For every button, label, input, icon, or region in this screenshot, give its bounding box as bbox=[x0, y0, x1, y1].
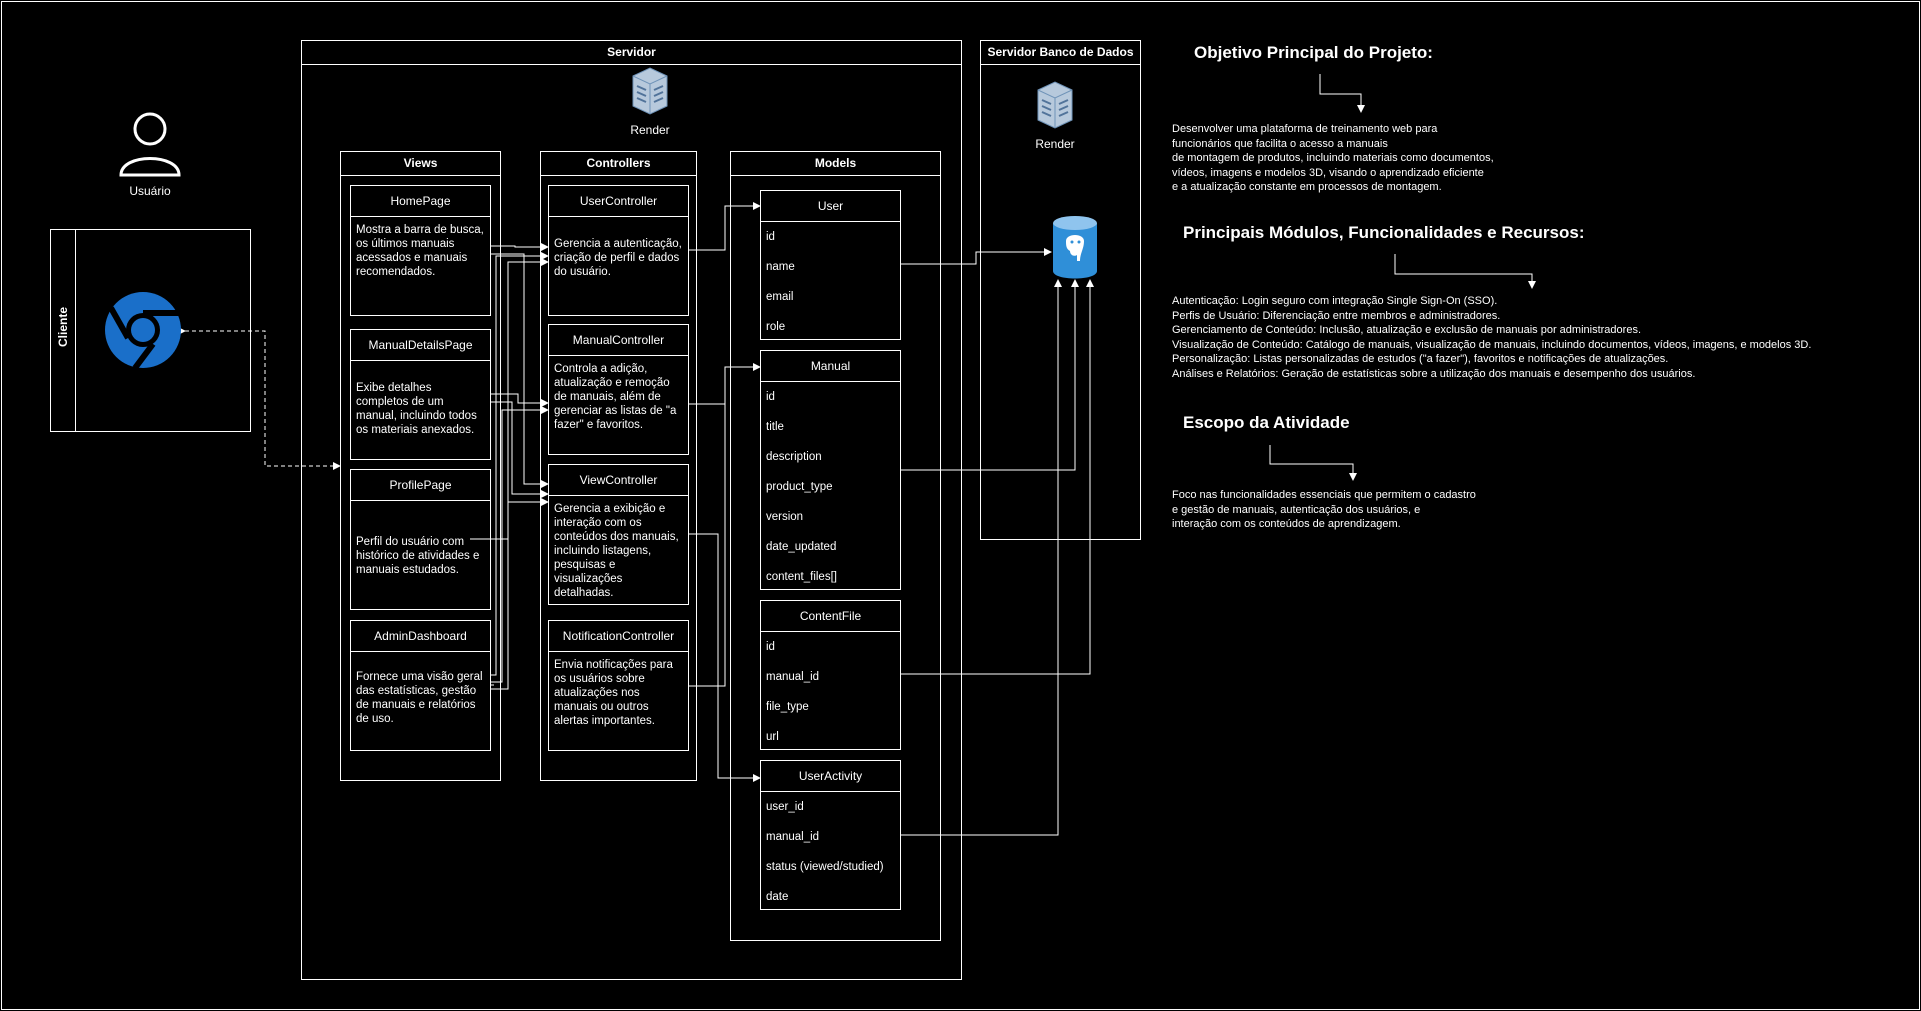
entity-field: status (viewed/studied) bbox=[766, 861, 884, 873]
view-card-desc: Exibe detalhes completos de um manual, i… bbox=[356, 382, 477, 436]
connector-details-viewcontroller bbox=[490, 401, 549, 498]
connector-profile-usercontroller bbox=[470, 258, 549, 540]
servidor-server-label: Render bbox=[630, 123, 670, 137]
modulos-heading: Principais Módulos, Funcionalidades e Re… bbox=[1183, 223, 1585, 242]
entity-field: name bbox=[766, 261, 795, 273]
chrome-icon[interactable] bbox=[103, 290, 183, 370]
entity-field: id bbox=[766, 231, 775, 243]
cliente-title: Cliente bbox=[56, 307, 70, 348]
entity-field: email bbox=[766, 291, 794, 303]
note-arrow-escopo bbox=[1269, 445, 1357, 481]
controllers-column: Controllers bbox=[540, 151, 697, 781]
entity-field: role bbox=[766, 321, 786, 333]
controller-card-title: UserController bbox=[549, 186, 688, 217]
models-title: Models bbox=[731, 152, 940, 176]
connector-details-manualcontroller bbox=[490, 393, 549, 407]
view-card-title: AdminDashboard bbox=[351, 621, 490, 652]
objetivo-heading: Objetivo Principal do Projeto: bbox=[1194, 43, 1433, 62]
controller-card-notification[interactable]: NotificationController Envia notificaçõe… bbox=[548, 620, 689, 751]
db-server-container: Servidor Banco de Dados bbox=[980, 40, 1141, 540]
entity-title: ContentFile bbox=[761, 601, 900, 632]
entity-field: id bbox=[766, 391, 775, 403]
entity-title: Manual bbox=[761, 351, 900, 382]
view-card-desc: Mostra a barra de busca, os últimos manu… bbox=[356, 224, 484, 278]
connector-client-views bbox=[178, 327, 341, 470]
entity-field: id bbox=[766, 641, 775, 653]
view-card-profilepage[interactable]: ProfilePage Perfil do usuário com histór… bbox=[350, 469, 491, 610]
controller-card-title: NotificationController bbox=[549, 621, 688, 652]
controller-card-manual[interactable]: ManualController Controla a adição, atua… bbox=[548, 324, 689, 455]
controller-card-title: ManualController bbox=[549, 325, 688, 356]
connector-useractivity-db bbox=[901, 279, 1062, 836]
postgres-database-icon bbox=[1050, 215, 1100, 279]
entity-field: file_type bbox=[766, 701, 809, 713]
controller-card-title: ViewController bbox=[549, 465, 688, 496]
view-card-desc: Perfil do usuário com histórico de ativi… bbox=[356, 536, 480, 576]
db-server-title: Servidor Banco de Dados bbox=[981, 41, 1140, 65]
user-label: Usuário bbox=[129, 184, 171, 198]
entity-field: content_files[] bbox=[766, 571, 837, 583]
view-card-admindashboard[interactable]: AdminDashboard Fornece uma visão geral d… bbox=[350, 620, 491, 751]
controller-card-desc: Envia notificações para os usuários sobr… bbox=[554, 659, 673, 727]
views-column: Views bbox=[340, 151, 501, 781]
connector-contentfile-db bbox=[901, 279, 1094, 675]
view-card-desc: Fornece uma visão geral das estatísticas… bbox=[356, 671, 483, 725]
user-icon bbox=[118, 109, 182, 177]
escopo-heading: Escopo da Atividade bbox=[1183, 413, 1350, 432]
entity-contentfile[interactable]: ContentFile id manual_id file_type url bbox=[760, 600, 901, 750]
db-server-label: Render bbox=[1035, 137, 1075, 151]
controller-card-view[interactable]: ViewController Gerencia a exibição e int… bbox=[548, 464, 689, 605]
controller-card-user[interactable]: UserController Gerencia a autenticação, … bbox=[548, 185, 689, 316]
entity-user[interactable]: User id name email role bbox=[760, 190, 901, 340]
connector-admin-viewcontroller bbox=[490, 498, 549, 690]
connector-user-db bbox=[901, 248, 1052, 265]
server-icon bbox=[629, 66, 671, 116]
connector-homepage-viewcontroller bbox=[490, 253, 549, 488]
entity-manual[interactable]: Manual id title description product_type… bbox=[760, 350, 901, 590]
controllers-title: Controllers bbox=[541, 152, 696, 176]
cliente-container: Cliente bbox=[50, 229, 251, 432]
connector-notification-useractivity bbox=[688, 367, 726, 687]
entity-title: User bbox=[761, 191, 900, 222]
servidor-container: Servidor bbox=[301, 40, 962, 980]
models-column: Models bbox=[730, 151, 941, 941]
view-card-homepage[interactable]: HomePage Mostra a barra de busca, os últ… bbox=[350, 185, 491, 316]
entity-field: description bbox=[766, 451, 822, 463]
view-card-title: ProfilePage bbox=[351, 470, 490, 501]
controller-card-desc: Controla a adição, atualização e remoção… bbox=[554, 363, 677, 431]
objetivo-text: Desenvolver uma plataforma de treinament… bbox=[1172, 123, 1494, 193]
entity-field: user_id bbox=[766, 801, 804, 813]
entity-field: product_type bbox=[766, 481, 833, 493]
controller-card-desc: Gerencia a autenticação, criação de perf… bbox=[554, 238, 682, 278]
entity-field: version bbox=[766, 511, 804, 523]
note-arrow-modulos bbox=[1394, 254, 1536, 289]
view-card-title: HomePage bbox=[351, 186, 490, 217]
entity-field: title bbox=[766, 421, 784, 433]
view-card-title: ManualDetailsPage bbox=[351, 330, 490, 361]
controller-card-desc: Gerencia a exibição e interação com os c… bbox=[554, 503, 679, 599]
connector-viewcontroller-manual bbox=[688, 533, 761, 782]
escopo-text: Foco nas funcionalidades essenciais que … bbox=[1172, 489, 1476, 530]
entity-field: date_updated bbox=[766, 541, 837, 553]
views-title: Views bbox=[341, 152, 500, 176]
connector-admin-manualcontroller bbox=[490, 406, 549, 683]
view-card-manualdetailspage[interactable]: ManualDetailsPage Exibe detalhes complet… bbox=[350, 329, 491, 460]
entity-field: url bbox=[766, 731, 779, 743]
note-arrow-objetivo bbox=[1319, 74, 1365, 113]
cliente-sidebar: Cliente bbox=[51, 230, 76, 431]
entity-title: UserActivity bbox=[761, 761, 900, 792]
entity-field: date bbox=[766, 891, 789, 903]
connector-admin-usercontroller bbox=[490, 252, 549, 676]
servidor-title: Servidor bbox=[302, 41, 961, 65]
server-icon bbox=[1034, 80, 1076, 130]
modulos-text: Autenticação: Login seguro com integraçã… bbox=[1172, 295, 1812, 380]
entity-useractivity[interactable]: UserActivity user_id manual_id status (v… bbox=[760, 760, 901, 910]
entity-field: manual_id bbox=[766, 671, 820, 683]
connector-usercontroller-user bbox=[688, 202, 761, 251]
entity-field: manual_id bbox=[766, 831, 820, 843]
connector-manual-db bbox=[901, 279, 1079, 471]
connector-homepage-usercontroller bbox=[490, 243, 549, 251]
